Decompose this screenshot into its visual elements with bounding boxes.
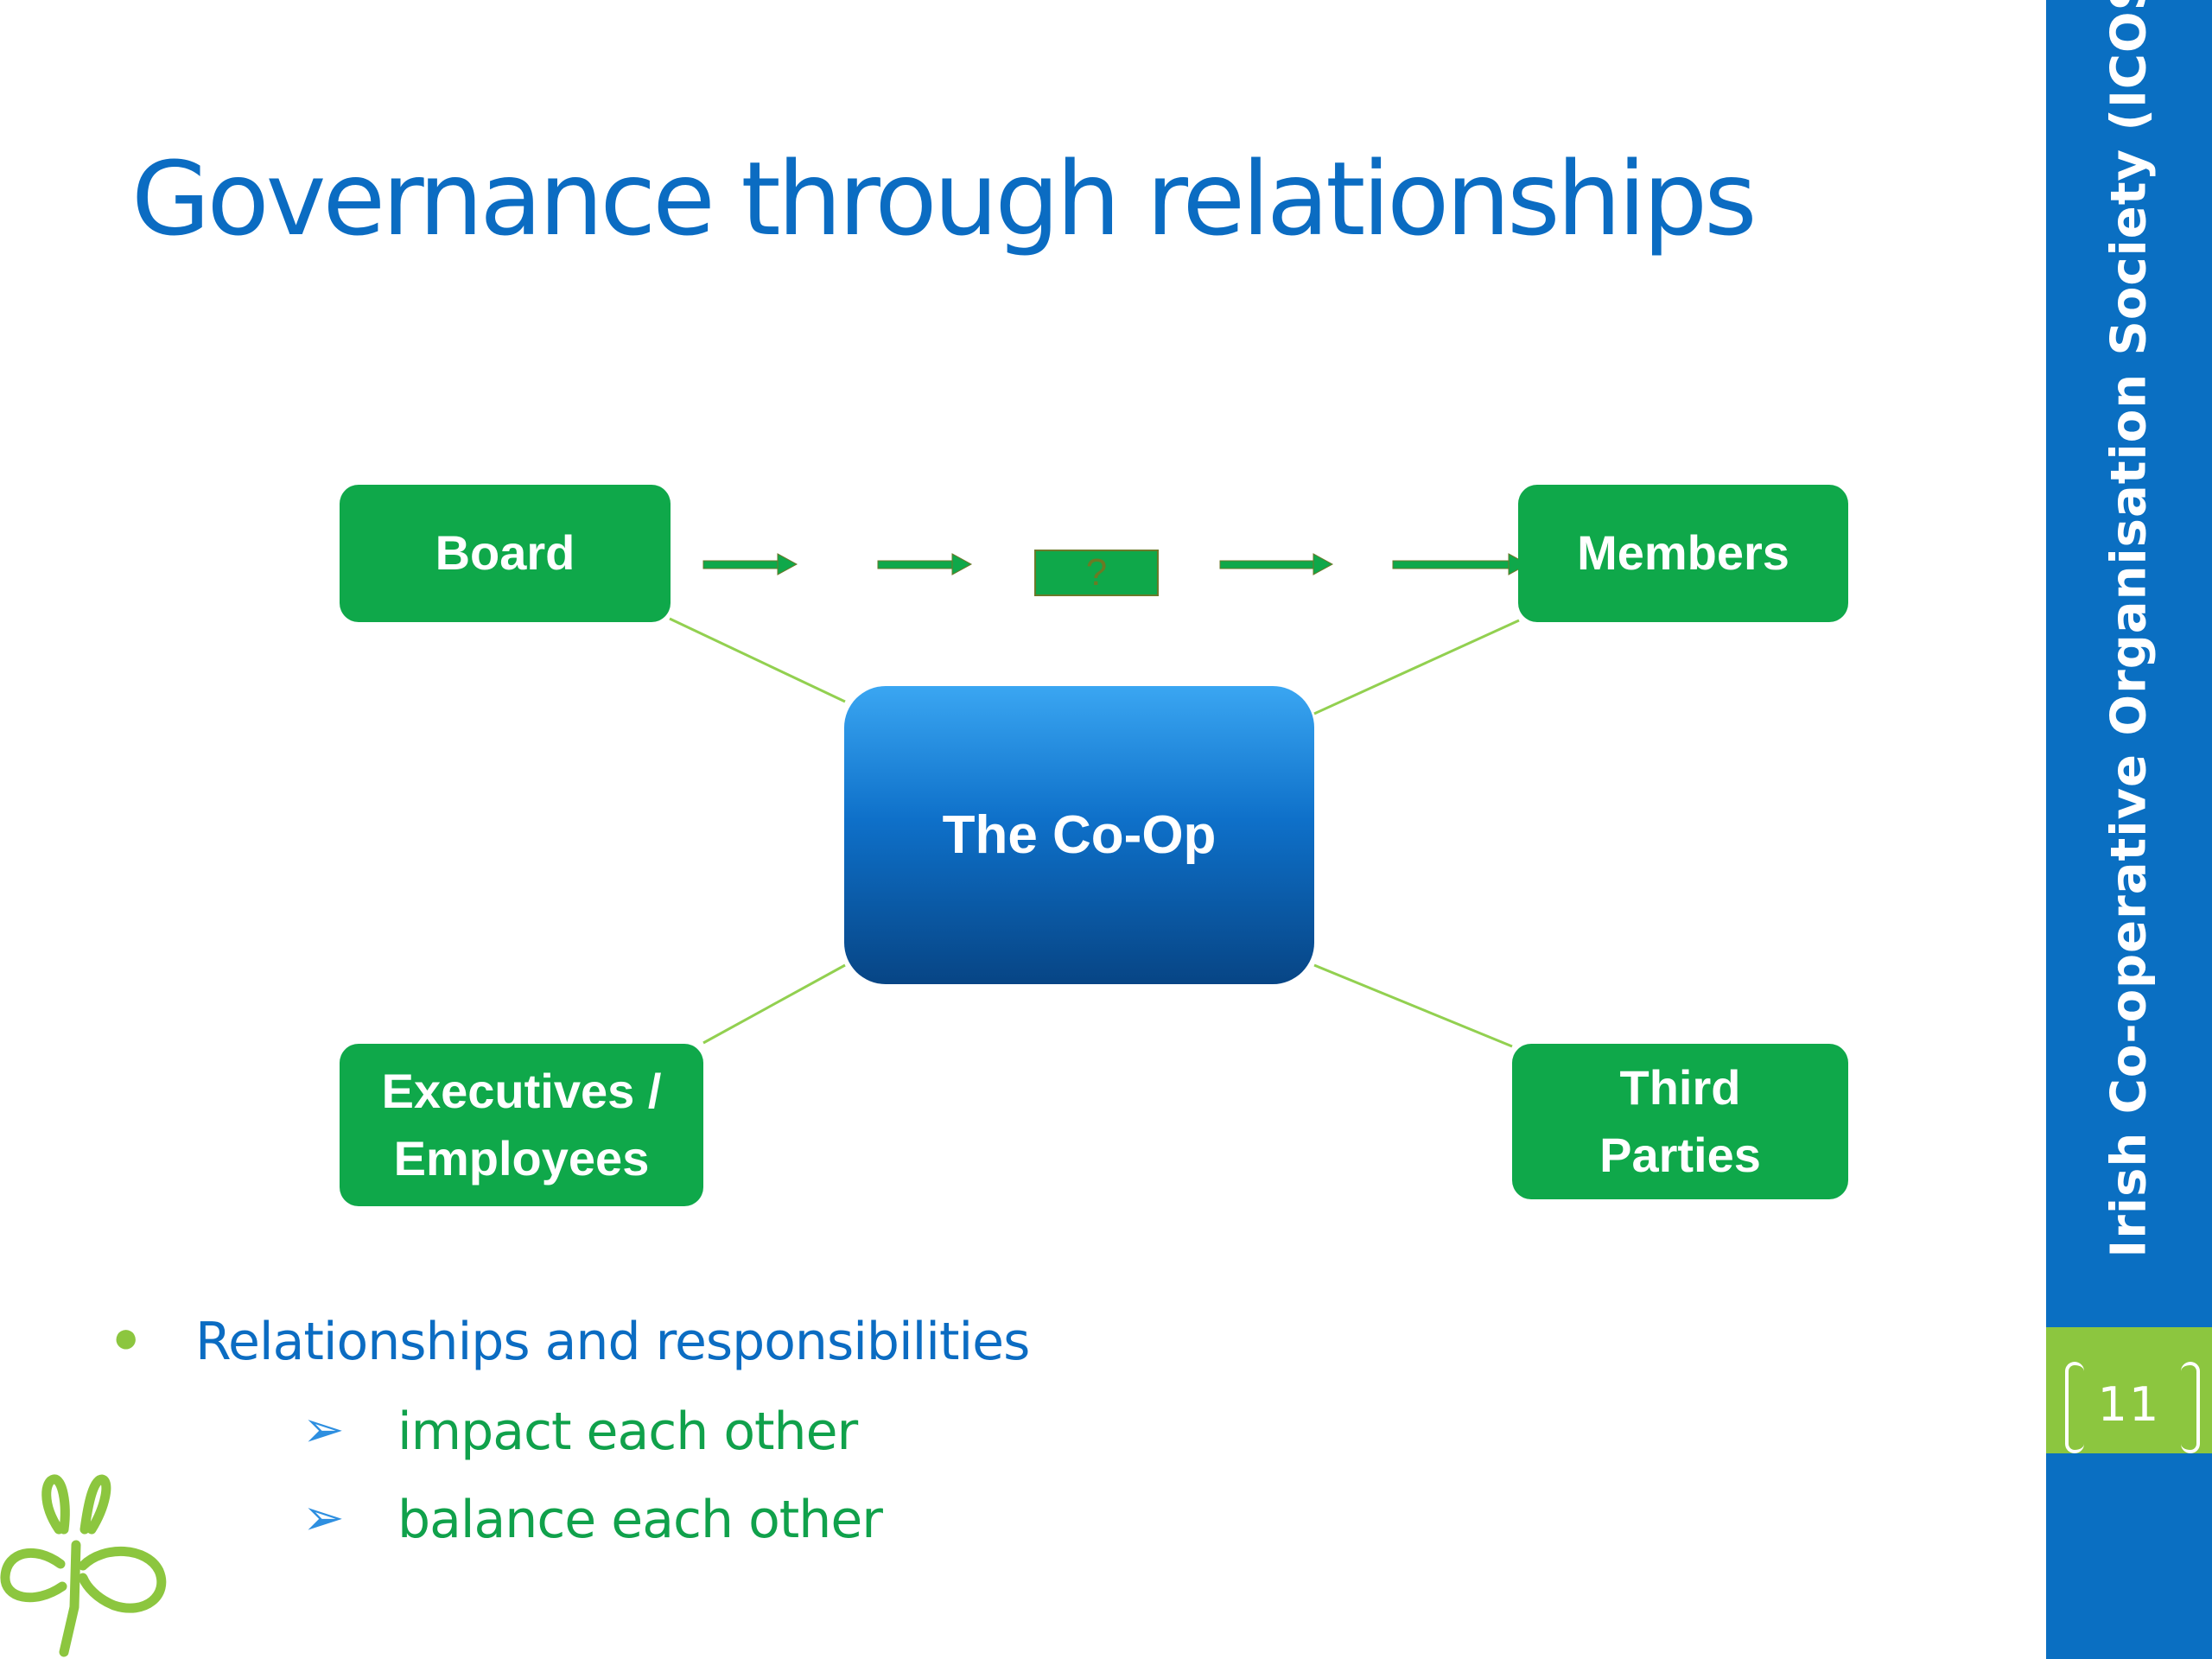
right-bracket-icon <box>2181 1362 2200 1453</box>
connector-executives <box>702 963 846 1045</box>
shamrock-logo-icon <box>0 1474 167 1657</box>
sub-bullet-1: impact each other <box>397 1402 858 1462</box>
connector-third-parties <box>1313 963 1513 1048</box>
arrow-bullet-icon: ➢ <box>302 1402 345 1458</box>
arrow-icon <box>702 553 798 575</box>
bullet-main: Relationships and responsibilities <box>195 1312 1030 1372</box>
node-board: Board <box>340 485 671 622</box>
arrow-icon <box>1219 553 1334 575</box>
node-third-parties: Third Parties <box>1512 1044 1848 1199</box>
arrow-bullet-icon: ➢ <box>302 1490 345 1546</box>
question-box: ? <box>1034 550 1159 596</box>
slide-title: Governance through relationships <box>131 139 1758 258</box>
sub-bullet-2: balance each other <box>397 1490 883 1550</box>
node-executives: Executives / Employees <box>340 1044 703 1206</box>
arrow-icon <box>877 553 973 575</box>
bullet-dot-icon: ● <box>112 1313 140 1363</box>
arrow-icon <box>1392 553 1529 575</box>
node-members: Members <box>1518 485 1848 622</box>
page-number: 11 <box>2097 1377 2161 1432</box>
left-bracket-icon <box>2065 1362 2084 1453</box>
page-number-box: 11 <box>2046 1327 2212 1453</box>
node-the-coop: The Co-Op <box>844 686 1314 984</box>
connector-members <box>1313 619 1520 715</box>
connector-board <box>669 617 846 703</box>
